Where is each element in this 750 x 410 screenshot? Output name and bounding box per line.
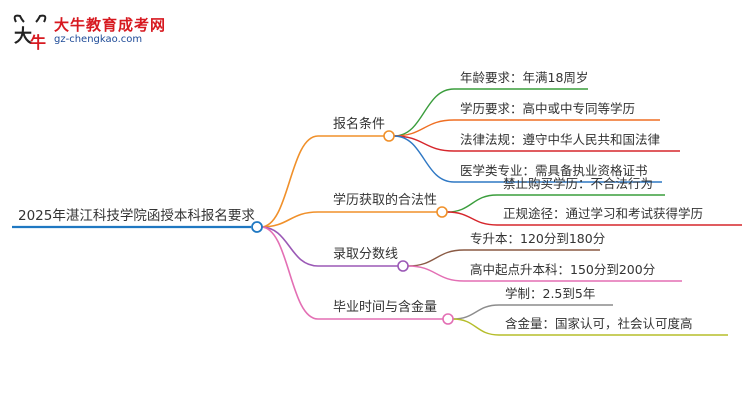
leaf-connector <box>446 211 498 226</box>
leaf-label: 年龄要求：年满18周岁 <box>460 70 588 85</box>
leaf-connector <box>452 318 500 336</box>
leaf-label: 专升本：120分到180分 <box>470 231 605 246</box>
leaf-connector <box>407 265 465 282</box>
branch-expand-toggle[interactable] <box>397 260 409 272</box>
leaf-label: 医学类专业：需具备执业资格证书 <box>460 163 648 178</box>
leaf-connector <box>393 119 455 137</box>
branch-connector <box>260 226 319 267</box>
leaf-label: 含金量：国家认可，社会认可度高 <box>505 316 693 331</box>
leaf-connector <box>446 194 498 213</box>
leaf-connector <box>393 135 455 183</box>
leaf-connector <box>393 88 455 137</box>
leaf-connector <box>407 249 465 267</box>
branch-connector <box>260 135 319 228</box>
leaf-label: 高中起点升本科：150分到200分 <box>470 262 655 277</box>
branch-label: 报名条件 <box>333 116 385 132</box>
svg-text:牛: 牛 <box>30 33 46 52</box>
branch-label: 学历获取的合法性 <box>333 192 437 208</box>
logo-url: gz-chengkao.com <box>54 34 143 45</box>
root-expand-toggle[interactable] <box>251 221 263 233</box>
branch-connector <box>260 226 319 320</box>
logo-title: 大牛教育成考网 <box>54 16 167 34</box>
site-logo[interactable]: 大 牛 大牛教育成考网 gz-chengkao.com <box>10 10 165 54</box>
leaf-label: 法律法规：遵守中华人民共和国法律 <box>460 132 660 147</box>
root-node: 2025年湛江科技学院函授本科报名要求 <box>18 208 255 224</box>
leaf-label: 正规途径：通过学习和考试获得学历 <box>503 206 703 221</box>
bull-logo-icon: 大 牛 <box>13 14 47 52</box>
leaf-connector <box>452 304 500 320</box>
svg-text:大: 大 <box>14 25 32 47</box>
leaf-label: 学历要求：高中或中专同等学历 <box>460 101 635 116</box>
leaf-label: 学制：2.5到5年 <box>505 286 595 301</box>
branch-connector <box>260 211 319 228</box>
branch-expand-toggle[interactable] <box>442 313 454 325</box>
branch-label: 毕业时间与含金量 <box>333 299 437 315</box>
branch-expand-toggle[interactable] <box>436 206 448 218</box>
branch-expand-toggle[interactable] <box>383 130 395 142</box>
leaf-label: 禁止购买学历：不合法行为 <box>503 176 653 191</box>
branch-label: 录取分数线 <box>333 247 398 262</box>
